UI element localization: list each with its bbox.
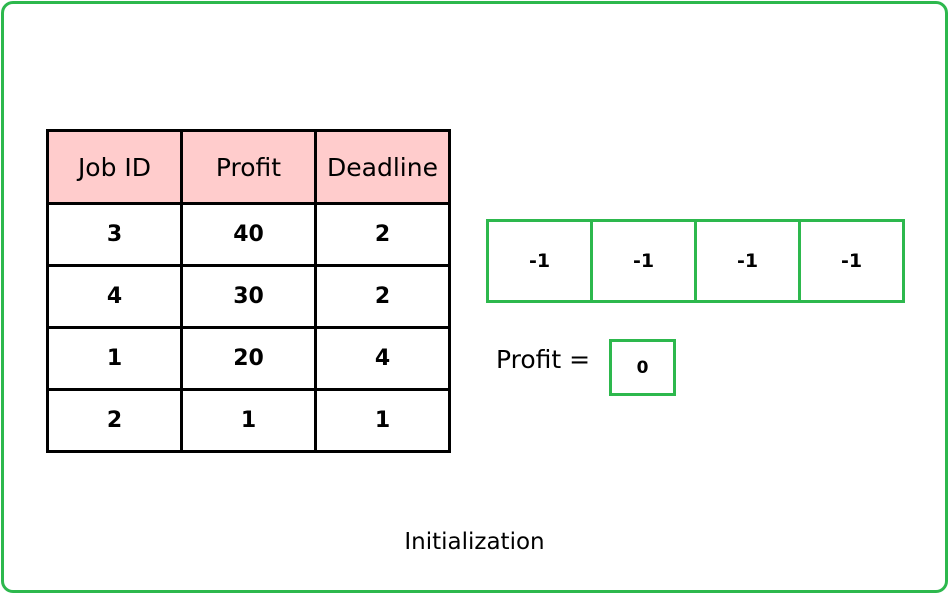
slot-cell: -1: [489, 222, 593, 300]
table-row: 4 30 2: [46, 264, 451, 329]
cell-deadline: 1: [314, 388, 451, 453]
slot-cell: -1: [697, 222, 801, 300]
profit-value-box: 0: [609, 339, 676, 396]
slot-array: -1 -1 -1 -1: [486, 219, 905, 303]
cell-job-id: 1: [46, 326, 183, 391]
cell-profit: 1: [180, 388, 317, 453]
header-profit: Profit: [180, 129, 317, 205]
diagram-caption: Initialization: [404, 529, 545, 555]
cell-deadline: 2: [314, 264, 451, 329]
table-row: 3 40 2: [46, 202, 451, 267]
slot-cell: -1: [593, 222, 697, 300]
profit-label: Profit =: [496, 345, 591, 374]
table-header-row: Job ID Profit Deadline: [46, 129, 451, 205]
cell-profit: 30: [180, 264, 317, 329]
slot-cell: -1: [840, 250, 863, 272]
job-table: Job ID Profit Deadline 3 40 2 4 30 2 1 2…: [46, 129, 451, 453]
cell-profit: 40: [180, 202, 317, 267]
cell-job-id: 4: [46, 264, 183, 329]
table-row: 1 20 4: [46, 326, 451, 391]
header-job-id: Job ID: [46, 129, 183, 205]
cell-job-id: 2: [46, 388, 183, 453]
table-row: 2 1 1: [46, 388, 451, 453]
cell-deadline: 4: [314, 326, 451, 391]
cell-deadline: 2: [314, 202, 451, 267]
cell-profit: 20: [180, 326, 317, 391]
header-deadline: Deadline: [314, 129, 451, 205]
cell-job-id: 3: [46, 202, 183, 267]
